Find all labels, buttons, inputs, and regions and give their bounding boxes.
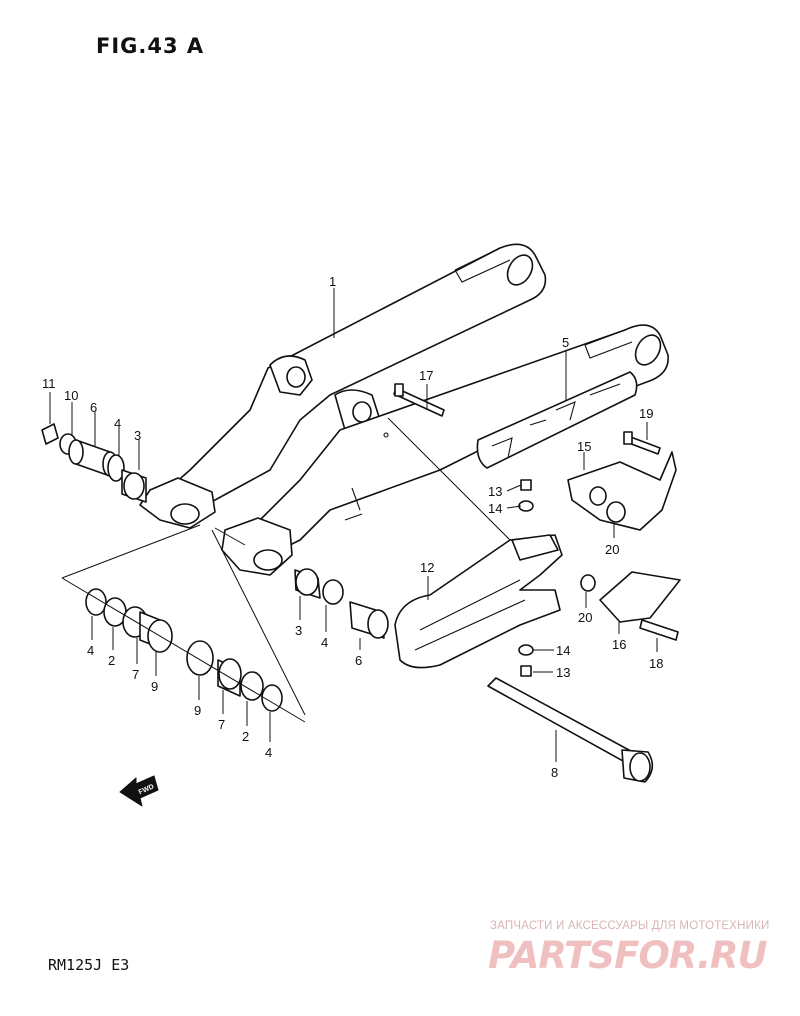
callout-4-center: 4 [321,635,328,650]
callout-9-set2: 9 [194,703,201,718]
callout-9-set1: 9 [151,679,158,694]
callout-2-set1: 2 [108,653,115,668]
model-code: RM125J E3 [48,956,130,974]
fwd-direction-arrow: FWD [119,775,159,807]
callout-17: 17 [419,368,433,383]
callout-19: 19 [639,406,653,421]
callout-1: 1 [329,274,336,289]
swingarm [139,243,669,576]
chain-guide-bracket [567,451,677,531]
callout-13-lower: 13 [556,665,570,680]
callout-16: 16 [612,637,626,652]
watermark-caption: ЗАПЧАСТИ И АКСЕССУАРЫ ДЛЯ МОТОТЕХНИКИ [490,920,770,932]
lower-left-bearing-set [85,588,173,653]
callout-5: 5 [562,335,569,350]
callout-4-set2: 4 [265,745,272,760]
callout-4-set1: 4 [87,643,94,658]
pivot-axle [487,677,654,783]
callout-20-upper: 20 [605,542,619,557]
callout-8: 8 [551,765,558,780]
callout-4-left: 4 [114,416,121,431]
callout-15: 15 [577,439,591,454]
callout-14-upper: 14 [488,501,502,516]
callout-6-left: 6 [90,400,97,415]
callout-18: 18 [649,656,663,671]
chain-slider [394,534,563,669]
callout-2-set2: 2 [242,729,249,744]
watermark-logo: PARTSFOR.RU [488,934,768,977]
chain-guide-plate [580,571,681,641]
callout-10: 10 [64,388,78,403]
assembly-guide-lines [61,417,511,723]
bolts-and-nuts [393,383,661,677]
callout-14-lower: 14 [556,643,570,658]
center-bearing-parts [294,568,389,639]
callout-20-lower: 20 [578,610,592,625]
lower-middle-bearing-set [186,640,283,712]
callout-numbers: 1 5 17 19 15 13 14 20 12 20 16 18 14 13 … [42,274,663,780]
leader-lines [49,288,658,762]
callout-6-center: 6 [355,653,362,668]
left-pivot-parts [41,423,147,503]
callout-7-set1: 7 [132,667,139,682]
callout-3-center: 3 [295,623,302,638]
callout-13-upper: 13 [488,484,502,499]
callout-7-set2: 7 [218,717,225,732]
callout-12: 12 [420,560,434,575]
callout-11: 11 [42,376,56,391]
callout-3-left: 3 [134,428,141,443]
figure-title: FIG.43 A [96,34,205,58]
